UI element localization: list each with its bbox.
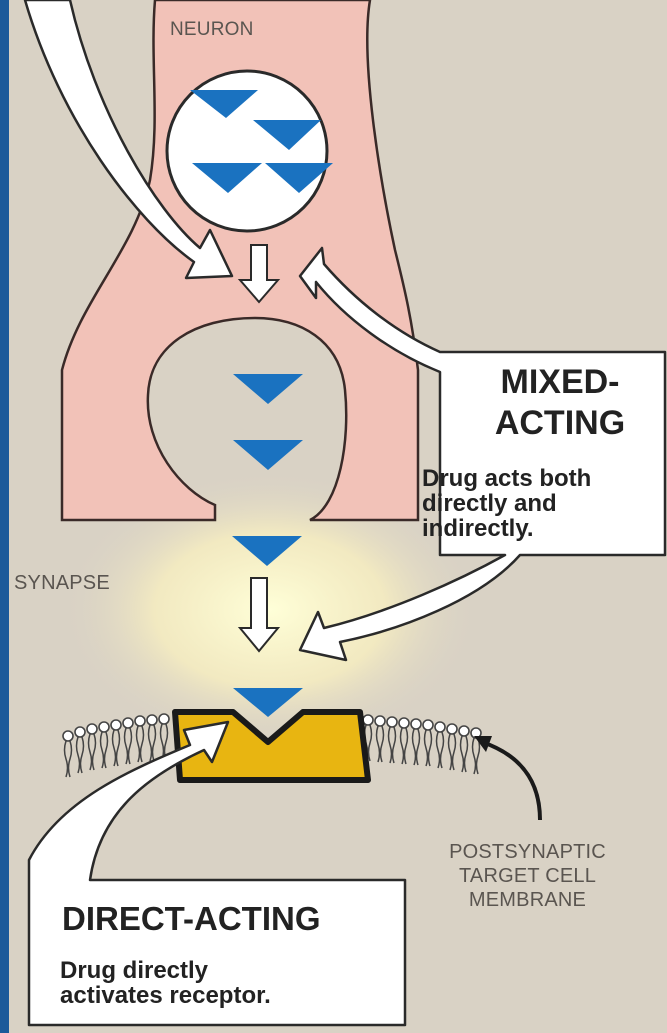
- postsynaptic-line-3: MEMBRANE: [405, 888, 650, 912]
- neurotransmitter: [233, 440, 303, 470]
- postsynaptic-line-2: TARGET CELL: [405, 864, 650, 888]
- mixed-acting-title: MIXED- ACTING: [460, 362, 660, 444]
- mixed-acting-title-line-1: MIXED-: [460, 362, 660, 403]
- neuron-label: NEURON: [170, 19, 254, 41]
- synapse-label: SYNAPSE: [14, 572, 110, 595]
- postsynaptic-line-1: POSTSYNAPTIC: [405, 840, 650, 864]
- neurotransmitter: [233, 374, 303, 404]
- mixed-acting-text-line-2: directly and: [422, 491, 662, 516]
- left-border: [0, 0, 9, 1033]
- direct-acting-title: DIRECT-ACTING: [62, 900, 321, 938]
- direct-acting-text: Drug directly activates receptor.: [60, 958, 390, 1008]
- mixed-acting-title-line-2: ACTING: [460, 403, 660, 444]
- mixed-acting-text: Drug acts both directly and indirectly.: [422, 466, 662, 542]
- direct-acting-text-line-2: activates receptor.: [60, 983, 390, 1008]
- membrane-right: [363, 715, 481, 774]
- membrane-pointer-arrow: [482, 742, 540, 820]
- mixed-acting-text-line-3: indirectly.: [422, 516, 662, 541]
- direct-acting-text-line-1: Drug directly: [60, 958, 390, 983]
- mixed-acting-text-line-1: Drug acts both: [422, 466, 662, 491]
- postsynaptic-label: POSTSYNAPTIC TARGET CELL MEMBRANE: [405, 840, 650, 912]
